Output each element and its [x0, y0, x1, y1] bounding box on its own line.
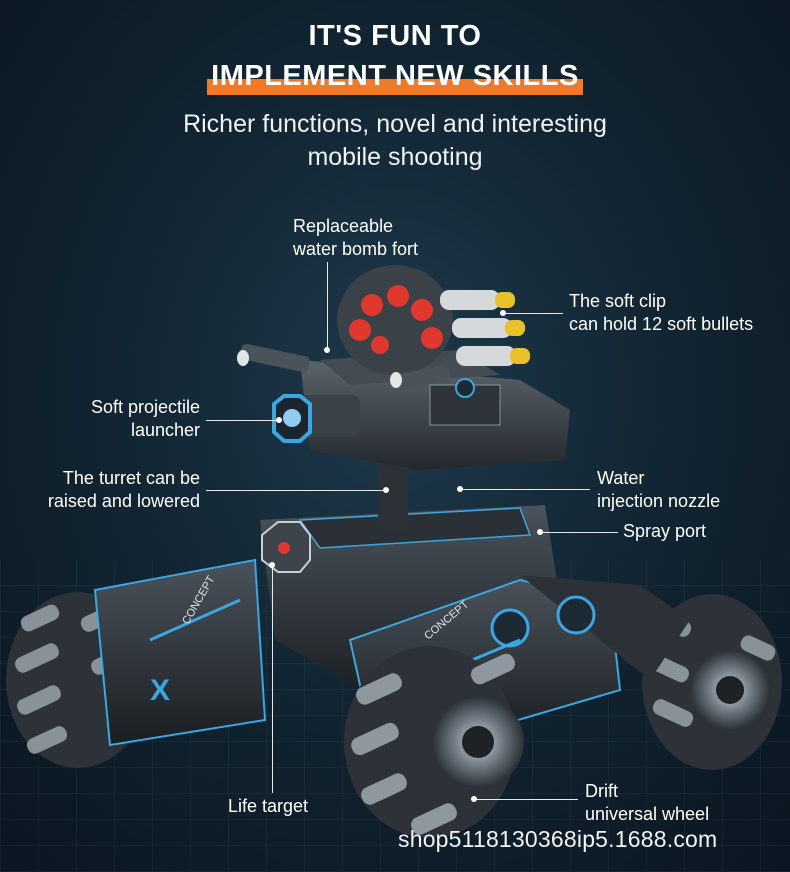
callout-clip-line-1: The soft clip	[569, 291, 667, 311]
callout-nozzle-line-2: injection nozzle	[597, 491, 721, 511]
leader-dot-turret	[383, 487, 389, 493]
callout-fort-line-1: Replaceable	[293, 216, 394, 236]
soft-bullet-clip	[337, 265, 530, 375]
leader-line-turret	[206, 490, 386, 491]
callout-spray-port: Spray port	[623, 521, 707, 541]
callout-replaceable-fort: Replaceable water bomb fort	[293, 215, 418, 261]
leader-line-life-target	[272, 565, 273, 793]
leader-dot-launcher	[276, 417, 282, 423]
chassis-emblem: X	[150, 674, 170, 707]
leader-line-fort	[327, 262, 328, 350]
subtitle: Richer functions, novel and interesting …	[0, 108, 790, 174]
soft-projectile-launcher	[272, 394, 360, 443]
callout-turret-raise-lower: The turret can be raised and lowered	[10, 467, 200, 513]
callout-clip-line-2: can hold 12 soft bullets	[569, 314, 754, 334]
callout-launcher-line-1: Soft projectile	[90, 397, 200, 417]
headline-line-2-wrap: IMPLEMENT NEW SKILLS	[0, 60, 790, 95]
callout-nozzle-line-1: Water	[597, 468, 645, 488]
headline-line-2-highlighted: IMPLEMENT NEW SKILLS	[207, 60, 583, 95]
leader-line-clip	[505, 313, 563, 314]
callout-wheel-line-2: universal wheel	[585, 804, 710, 824]
headline-line-1: IT'S FUN TO	[308, 20, 482, 52]
subtitle-line-1: Richer functions, novel and interesting	[183, 110, 607, 138]
callout-water-injection-nozzle: Water injection nozzle	[597, 467, 720, 513]
callout-soft-clip: The soft clip can hold 12 soft bullets	[569, 290, 753, 336]
callout-fort-line-2: water bomb fort	[293, 239, 419, 259]
callout-turret-line-1: The turret can be	[62, 468, 200, 488]
leader-dot-fort	[324, 347, 330, 353]
leader-line-wheel	[476, 799, 578, 800]
leader-dot-clip	[500, 310, 506, 316]
leader-dot-wheel	[471, 796, 477, 802]
callout-wheel-line-1: Drift	[585, 781, 618, 801]
leader-dot-spray	[537, 529, 543, 535]
callout-life-target: Life target	[228, 796, 309, 816]
leader-line-launcher	[206, 420, 278, 421]
leader-dot-life-target	[269, 562, 275, 568]
front-left-mecanum-wheel	[344, 646, 524, 838]
leader-dot-nozzle	[457, 486, 463, 492]
shop-watermark: shop5118130368ip5.1688.com	[398, 826, 718, 852]
turret-lift-pole	[378, 455, 408, 530]
callout-soft-projectile-launcher: Soft projectile launcher	[40, 396, 200, 442]
subtitle-line-2: mobile shooting	[307, 143, 483, 171]
leader-line-spray	[542, 532, 618, 533]
callout-launcher-line-2: launcher	[130, 420, 200, 440]
water-bomb-barrels	[237, 343, 451, 391]
callout-turret-line-2: raised and lowered	[47, 491, 200, 511]
callout-drift-wheel: Drift universal wheel	[585, 780, 709, 826]
chassis: X CONCEPT CONCEPT	[93, 505, 690, 747]
life-target-sensor	[261, 521, 311, 573]
leader-line-nozzle	[462, 489, 590, 490]
